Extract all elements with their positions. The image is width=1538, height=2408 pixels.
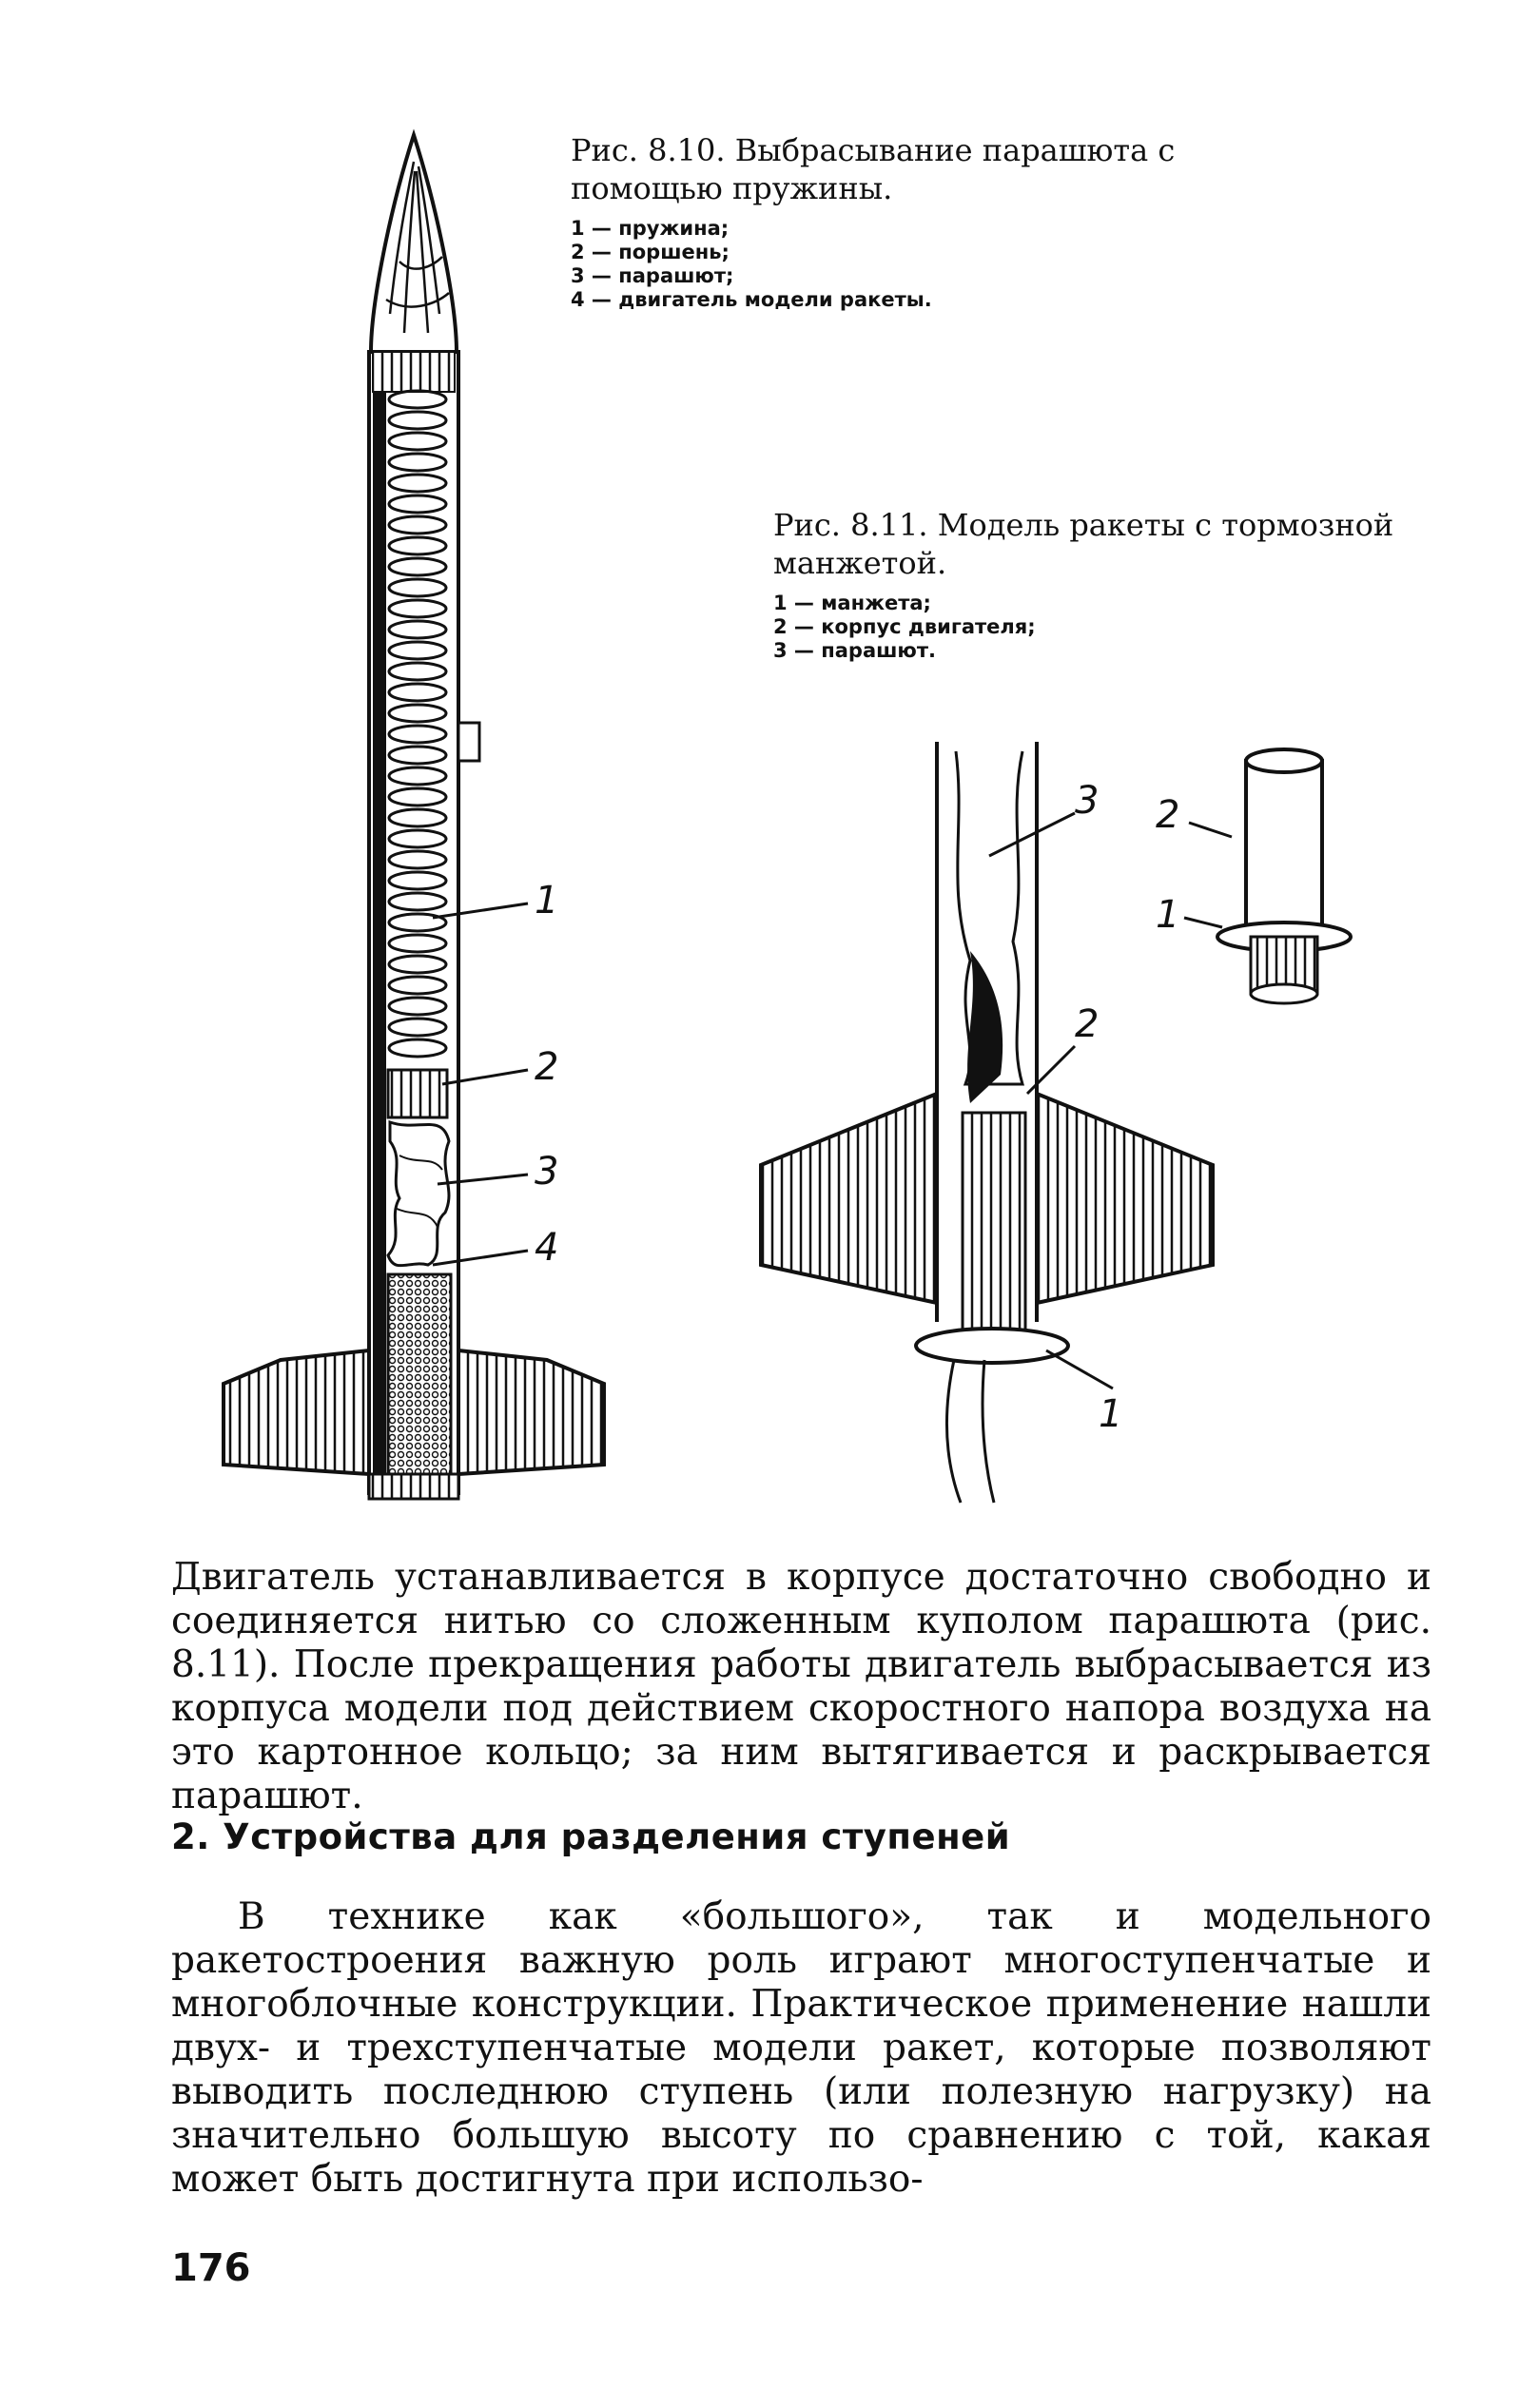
- spring-coil: [387, 452, 448, 473]
- figure-8-11-legend-item: 1 — манжета;: [773, 592, 931, 614]
- body-paragraph: Двигатель устанавливается в корпусе дост…: [171, 1556, 1431, 1817]
- figure-8-11-title: Рис. 8.11. Модель ракеты с тормозной ман…: [773, 507, 1394, 581]
- spring-coil: [387, 661, 448, 682]
- spring-coil: [387, 494, 448, 515]
- callout-1: 1: [1099, 1392, 1122, 1436]
- spring-coil: [387, 410, 448, 431]
- spring-coil: [387, 828, 448, 849]
- spring-coil: [387, 515, 448, 535]
- callout-1: 1: [535, 879, 558, 922]
- callout-4: 4: [535, 1226, 558, 1270]
- figure-8-11-caption: Рис. 8.11. Модель ракеты с тормозной ман…: [773, 506, 1439, 663]
- spring-coil: [387, 535, 448, 556]
- spring-coil: [387, 640, 448, 661]
- spring-coil: [387, 975, 448, 996]
- figure-8-10-rocket-illustration: 1 2 3 4: [222, 128, 606, 1501]
- spring-coil: [387, 473, 448, 494]
- callout-2: 2: [1075, 1002, 1099, 1046]
- spring-coil: [387, 954, 448, 975]
- callout-2-detail: 2: [1156, 793, 1179, 837]
- figure-8-10-title: Рис. 8.10. Выбрасывание парашюта с помощ…: [571, 132, 1176, 206]
- spring-coil: [387, 912, 448, 933]
- spring-coil: [387, 766, 448, 786]
- spring-coil: [387, 431, 448, 452]
- motor-casing: [961, 1111, 1027, 1333]
- figure-8-10-legend-item: 4 — двигатель модели ракеты.: [571, 288, 932, 311]
- spring-coil: [387, 786, 448, 807]
- spring-coils: [387, 389, 448, 1058]
- piston: [386, 1068, 449, 1119]
- parachute-folded: [386, 1119, 451, 1268]
- callout-3: 3: [535, 1150, 558, 1194]
- figure-8-11-legend-item: 2 — корпус двигателя;: [773, 615, 1036, 638]
- spring-coil: [387, 577, 448, 598]
- parachute-in-tube: [954, 750, 1025, 1103]
- rocket-nose-cone: [368, 128, 459, 354]
- spring-coil: [387, 724, 448, 745]
- cuff-detail: [1216, 748, 1353, 1005]
- figure-8-10-caption: Рис. 8.10. Выбрасывание парашюта с помощ…: [571, 131, 1313, 312]
- figure-8-11-legend-item: 3 — парашют.: [773, 639, 936, 662]
- spring-coil: [387, 807, 448, 828]
- page-number: 176: [171, 2246, 251, 2290]
- spring-coil: [387, 870, 448, 891]
- spring-coil: [387, 703, 448, 724]
- spring-coil: [387, 598, 448, 619]
- spring-coil: [387, 556, 448, 577]
- spring-coil: [387, 933, 448, 954]
- body-paragraph: В технике как «большого», так и модельно…: [171, 1895, 1431, 2201]
- rocket-motor: [386, 1272, 453, 1476]
- figure-8-11-rocket-cuff-illustration: 3 2 2 1 1: [759, 742, 1353, 1504]
- figure-8-10-legend-item: 3 — парашют;: [571, 264, 734, 287]
- brake-cuff: [914, 1327, 1070, 1504]
- spring-coil: [387, 682, 448, 703]
- rocket-fins: [759, 1091, 1215, 1306]
- spring-coil: [387, 996, 448, 1017]
- callout-1-detail: 1: [1156, 893, 1179, 937]
- callout-leaders: [432, 902, 529, 1267]
- callout-3: 3: [1075, 779, 1099, 823]
- spring-coil: [387, 849, 448, 870]
- section-heading: 2. Устройства для разделения ступеней: [171, 1816, 1011, 1857]
- spring-coil: [387, 891, 448, 912]
- spring-coil: [387, 1017, 448, 1038]
- spring-coil: [387, 389, 448, 410]
- figure-8-10-legend-item: 1 — пружина;: [571, 217, 730, 240]
- spring-coil: [387, 619, 448, 640]
- spring-coil: [387, 745, 448, 766]
- callout-2: 2: [535, 1045, 558, 1089]
- spring-coil: [387, 1038, 448, 1058]
- rocket-fins: [222, 1348, 606, 1501]
- callout-leaders: [988, 811, 1233, 1390]
- figure-8-10-legend-item: 2 — поршень;: [571, 241, 730, 263]
- launch-lug: [457, 721, 481, 763]
